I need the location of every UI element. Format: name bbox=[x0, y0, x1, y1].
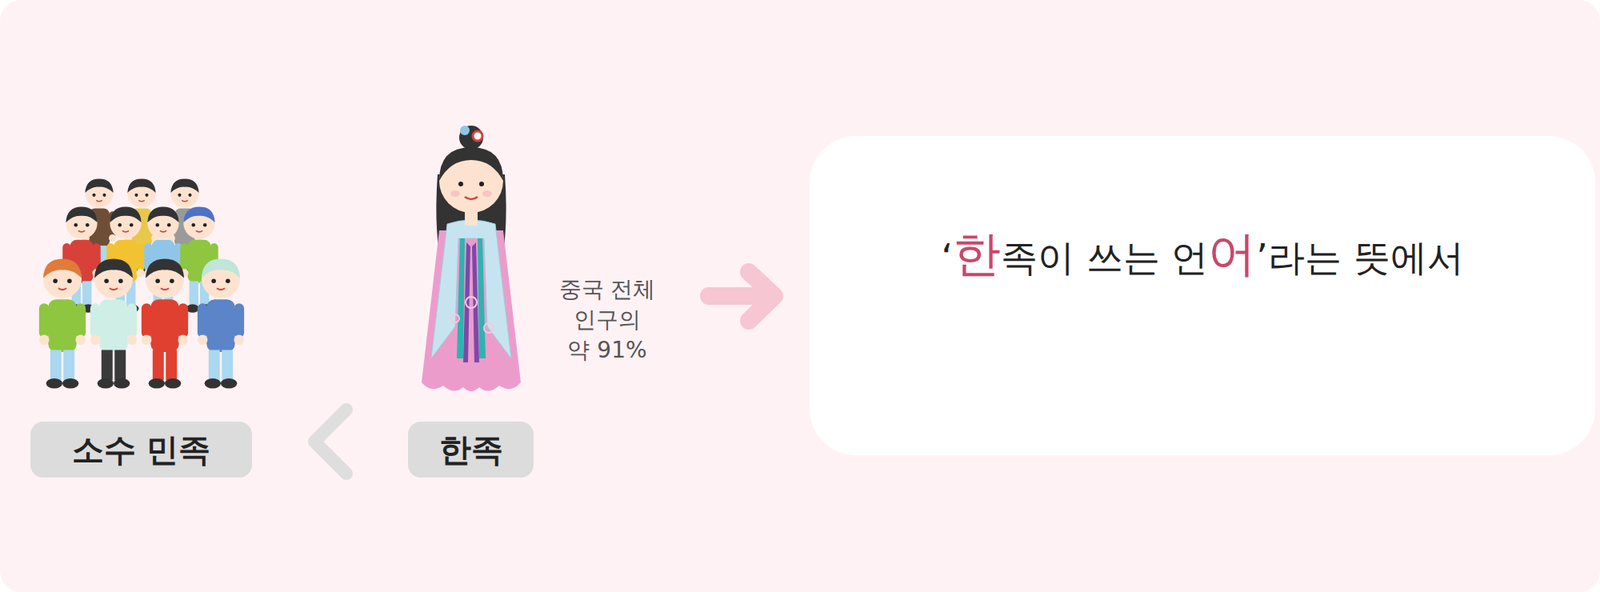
person-figure bbox=[141, 258, 188, 388]
box-text: ‘한족이 쓰는 언어’라는 뜻에서 bbox=[809, 225, 1596, 284]
person-figure bbox=[90, 258, 137, 388]
highlight-letter: 어 bbox=[1208, 225, 1256, 282]
han-woman-figure bbox=[421, 125, 521, 392]
person-figure bbox=[39, 258, 86, 388]
note-line: 인구의 bbox=[539, 304, 676, 336]
box-text: 한족 bbox=[439, 432, 504, 468]
person-figure bbox=[180, 206, 219, 312]
comparison-chevron bbox=[314, 409, 347, 474]
population-note: 중국 전체 인구의 약 91% bbox=[539, 274, 676, 366]
minority-crowd bbox=[39, 178, 244, 388]
group-label-box: 한족 bbox=[408, 421, 534, 478]
person-figure bbox=[197, 258, 244, 388]
meaning-panel: ‘한족이 쓰는 언어’라는 뜻에서 bbox=[809, 136, 1596, 456]
note-line: 중국 전체 bbox=[539, 274, 676, 305]
note-line: 약 91% bbox=[539, 335, 676, 366]
pink-arrow bbox=[708, 272, 775, 321]
highlight-letter: 한 bbox=[952, 225, 1001, 282]
group-label-box: 소수 민족 bbox=[30, 421, 252, 478]
box-text: 소수 민족 bbox=[72, 432, 212, 468]
